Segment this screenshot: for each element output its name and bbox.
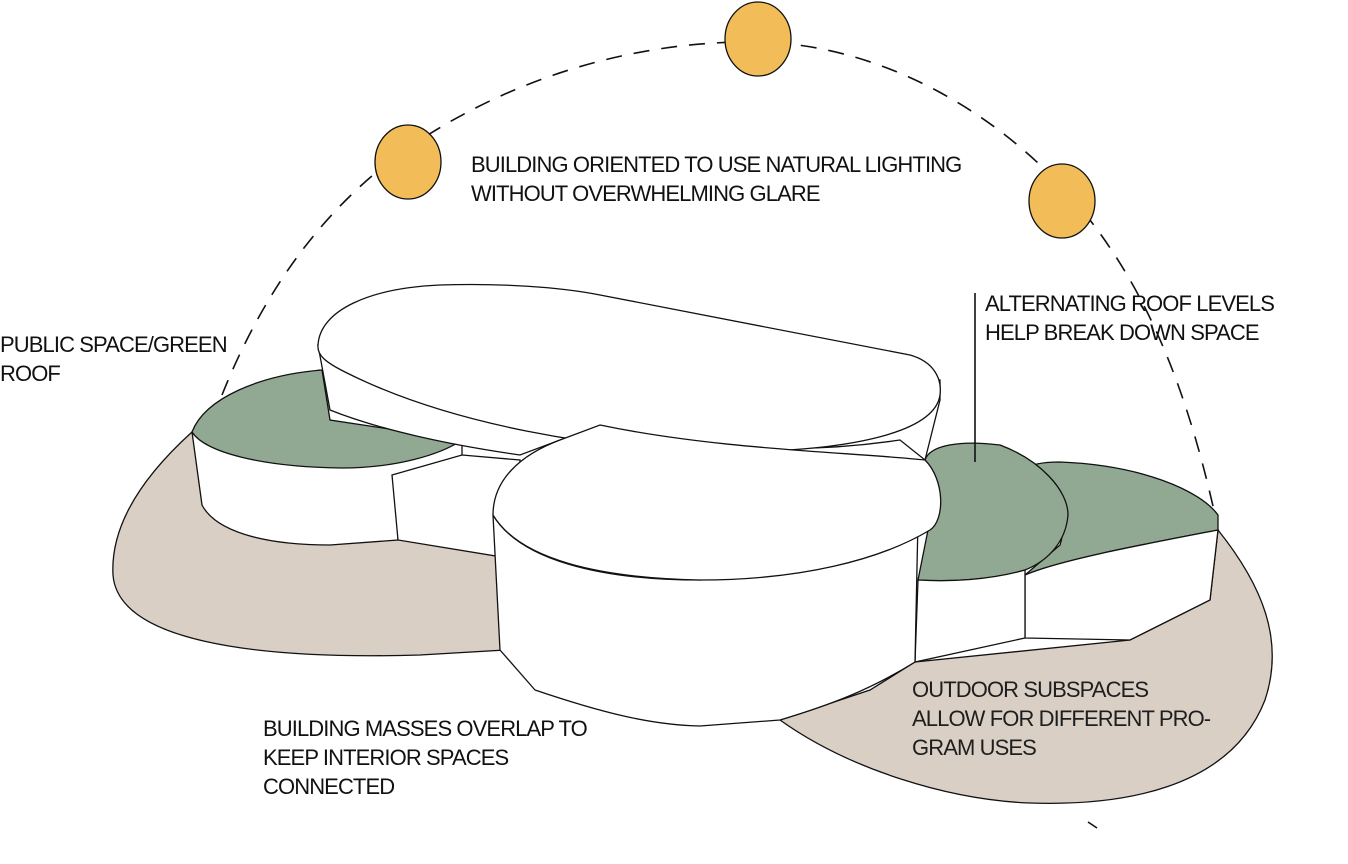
ground-right	[778, 528, 1273, 804]
sun-icon	[374, 124, 442, 200]
right-front-wall	[914, 569, 1026, 663]
public-space-label: PUBLIC SPACE/GREEN ROOF	[0, 332, 228, 386]
right-back-wall	[1024, 529, 1219, 641]
sun-icon	[1028, 163, 1096, 239]
natural-lighting-label: BUILDING ORIENTED TO USE NATURAL LIGHTIN…	[471, 152, 962, 206]
sun-icon	[724, 1, 792, 77]
front-mass-roof	[492, 424, 942, 581]
roof-levels-label: ALTERNATING ROOF LEVELS HELP BREAK DOWN …	[985, 291, 1275, 345]
masses-overlap-label: BUILDING MASSES OVERLAP TO KEEP INTERIOR…	[263, 716, 588, 799]
upper-mass-roof	[317, 283, 941, 453]
sun-path-tail	[1087, 821, 1098, 829]
outdoor-subspaces-label: OUTDOOR SUBSPACES ALLOW FOR DIFFERENT PR…	[912, 677, 1211, 760]
left-green-roof	[191, 369, 464, 469]
